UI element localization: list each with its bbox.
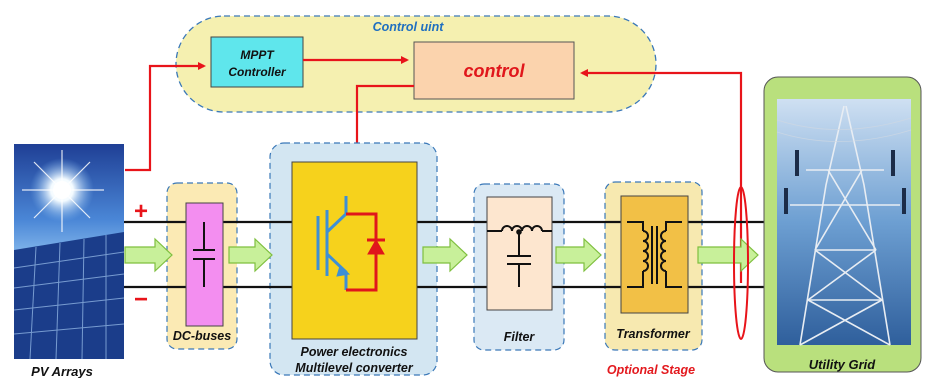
control-unit-title: Control uint [373,20,445,34]
transformer-label: Transformer [616,327,691,341]
pv-array-image [13,144,125,360]
dc-buses-label: DC-buses [173,329,231,343]
flow-arrow-xfmr-grid [697,237,759,273]
transformer-coil-icon [627,221,682,288]
power-electronics-label-line1: Power electronics [301,345,408,359]
mppt-controller-box[interactable] [210,36,304,88]
grid-feedback-signal [580,69,743,283]
current-sensor-ring [733,186,749,340]
dc-capacitor-icon [193,222,215,287]
dc-minus-sign: − [134,286,148,313]
lc-filter-icon [487,225,552,287]
dc-plus-sign: + [134,198,148,225]
pv-to-mppt-signal [125,62,206,172]
filter-box[interactable] [486,196,553,311]
control-box[interactable] [413,41,575,100]
freewheel-diode-icon [346,212,385,292]
flow-arrow-pv-dc [124,237,173,273]
power-converter-box[interactable] [291,161,418,340]
power-flow-arrows [124,237,759,273]
transformer-box[interactable] [620,195,689,314]
mppt-label-line2: Controller [228,65,287,79]
flow-arrow-dc-pe [228,237,273,273]
pv-arrays-label: PV Arrays [31,364,93,378]
control-label: control [464,61,526,81]
utility-grid-label: Utility Grid [809,357,877,372]
optional-stage-label: Optional Stage [607,363,695,377]
flow-arrow-filter-xfmr [555,237,602,273]
filter-label: Filter [504,330,536,344]
utility-grid-image [776,99,912,346]
flow-arrow-pe-filter [422,237,468,273]
control-to-converter-signal [353,84,414,154]
mppt-label-line1: MPPT [240,48,275,62]
power-electronics-label-line2: Multilevel converter [295,361,414,375]
